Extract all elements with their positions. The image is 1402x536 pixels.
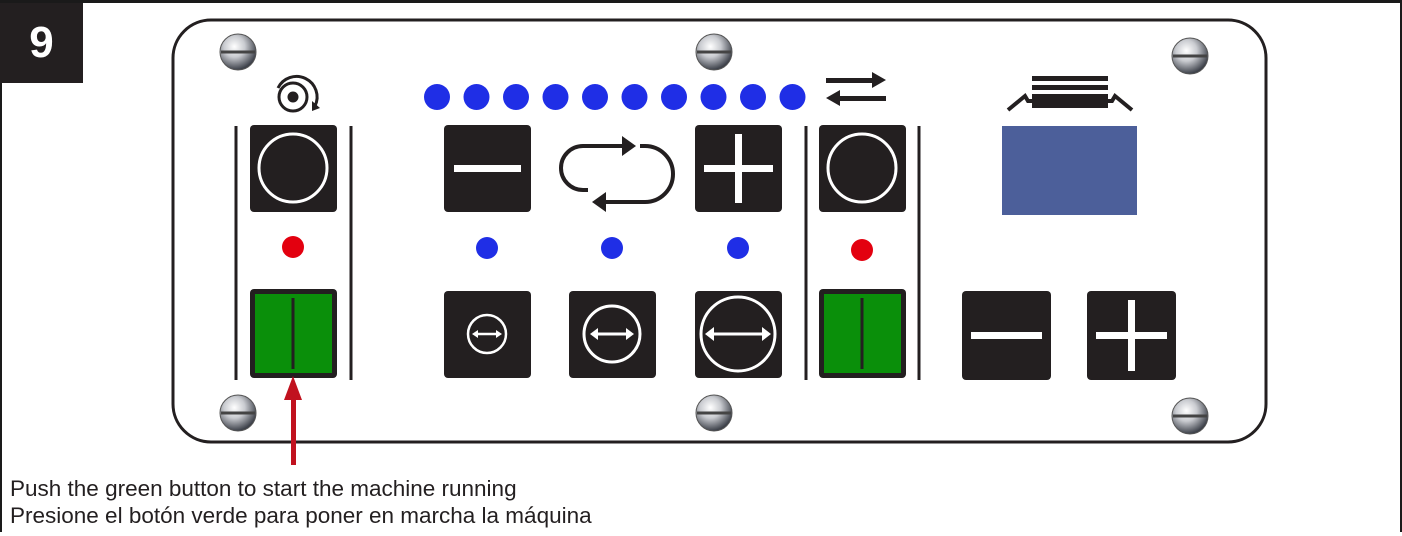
caption-english: Push the green button to start the machi… — [10, 476, 517, 501]
speed-led — [424, 84, 450, 110]
pointer-arrow — [284, 376, 302, 465]
blue-display-screen — [1002, 126, 1137, 215]
screw-bottom-left — [219, 394, 257, 432]
mode-led-small — [476, 237, 498, 259]
rotation-dot-icon — [276, 74, 320, 113]
speed-minus-button[interactable] — [444, 125, 531, 212]
screw-top-center — [695, 33, 733, 71]
speed-led — [463, 84, 490, 110]
right-stop-button[interactable] — [819, 125, 906, 212]
screw-top-left — [219, 33, 257, 71]
caption-spanish: Presione el botón verde para poner en ma… — [10, 503, 592, 528]
left-red-led — [282, 236, 304, 258]
speed-led-row — [424, 84, 806, 110]
speed-led — [779, 84, 806, 110]
speed-led — [740, 84, 766, 110]
speed-led — [582, 84, 608, 110]
speed-led — [542, 84, 569, 110]
mode-led-large — [727, 237, 749, 259]
speed-led — [661, 84, 687, 110]
stacked-lines-tray-icon — [1006, 76, 1134, 112]
loop-arrows-icon — [559, 136, 675, 212]
right-green-start-button[interactable] — [819, 289, 906, 378]
screw-bottom-right — [1171, 397, 1209, 435]
figure-frame-top — [0, 0, 1402, 3]
left-green-start-button[interactable] — [250, 289, 337, 378]
speed-plus-button[interactable] — [695, 125, 782, 212]
bidirectional-arrows-icon — [826, 72, 886, 106]
speed-led — [621, 84, 648, 110]
speed-led — [503, 84, 529, 110]
display-plus-button[interactable] — [1087, 291, 1176, 380]
right-red-led — [851, 239, 873, 261]
screw-bottom-center — [695, 394, 733, 432]
left-stop-button[interactable] — [250, 125, 337, 212]
display-minus-button[interactable] — [962, 291, 1051, 380]
speed-led — [700, 84, 727, 110]
width-small-button[interactable] — [444, 291, 531, 378]
mode-led-medium — [601, 237, 623, 259]
width-medium-button[interactable] — [569, 291, 656, 378]
step-number-badge: 9 — [0, 3, 83, 83]
screw-top-right — [1171, 37, 1209, 75]
width-large-button[interactable] — [695, 291, 782, 378]
